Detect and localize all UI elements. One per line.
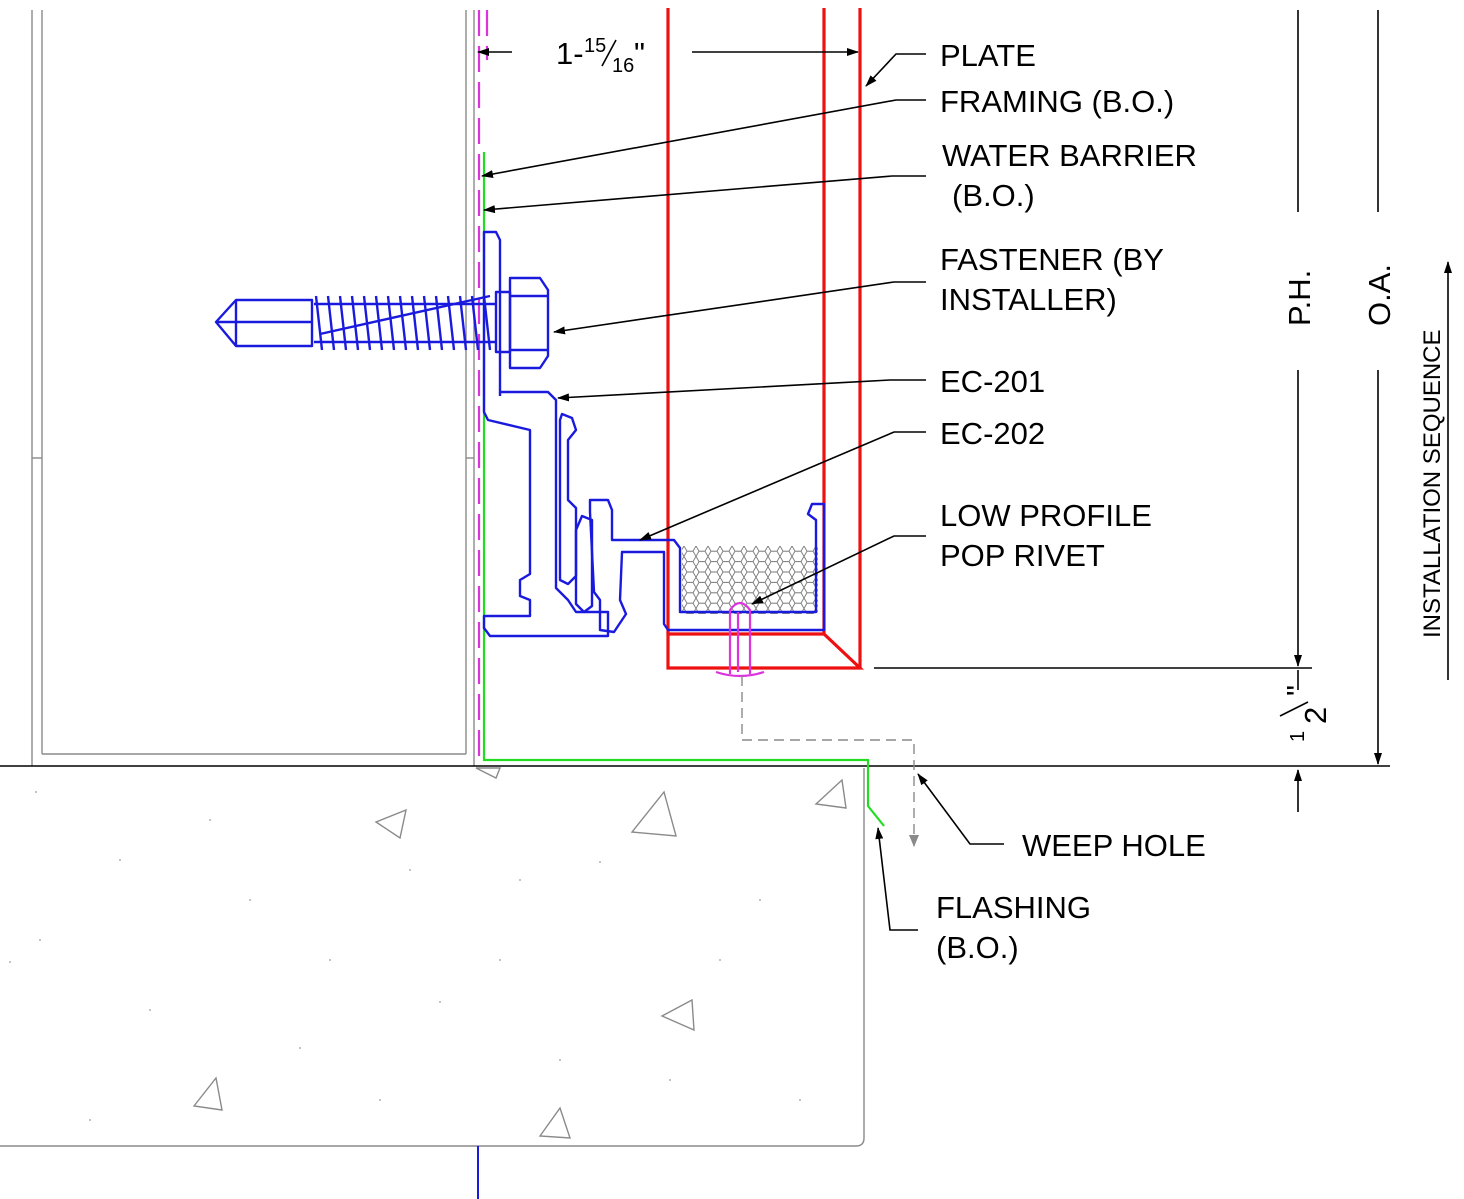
callout-fastener-line2: INSTALLER) — [940, 282, 1117, 317]
ec-202-receptor — [574, 498, 826, 634]
flashing — [482, 152, 885, 827]
framing-stud — [31, 10, 475, 766]
dimension-gap-den: 16 — [612, 55, 634, 77]
concrete-slab — [0, 765, 1390, 1147]
pop-rivet-icon — [715, 601, 765, 678]
ec-201-clip — [482, 230, 610, 638]
installation-sequence: INSTALLATION SEQUENCE — [1419, 261, 1452, 680]
dimension-weep-inch: " — [1280, 685, 1315, 696]
callout-ec202: EC-202 — [940, 416, 1045, 451]
oa-label: O.A. — [1362, 264, 1397, 326]
dimension-gap-whole: 1- — [556, 36, 584, 71]
callout-rivet-line1: LOW PROFILE — [940, 498, 1152, 533]
callout-weep-hole: WEEP HOLE — [1022, 828, 1206, 863]
callout-flashing-line1: FLASHING — [936, 890, 1091, 925]
dimension-ph: P.H. — [874, 10, 1317, 669]
callout-leaders — [481, 53, 1004, 931]
callout-plate: PLATE — [940, 38, 1036, 73]
callout-rivet-line2: POP RIVET — [940, 538, 1105, 573]
dimension-weep-num: 1 — [1287, 731, 1309, 742]
dimension-oa: O.A. — [1362, 10, 1397, 765]
dimension-gap-num: 15 — [584, 35, 606, 57]
callout-fastener-line1: FASTENER (BY — [940, 242, 1164, 277]
dimension-weep: 1 2 " — [1279, 670, 1333, 812]
callout-water-barrier-line2: (B.O.) — [952, 178, 1035, 213]
weep-path — [741, 676, 919, 847]
self-drilling-screw-icon — [214, 276, 550, 370]
concrete-aggregate-pattern — [192, 767, 847, 1139]
callout-ec201: EC-201 — [940, 364, 1045, 399]
installation-sequence-label: INSTALLATION SEQUENCE — [1419, 329, 1446, 638]
callout-flashing-line2: (B.O.) — [936, 930, 1019, 965]
dimension-gap-inch: " — [634, 36, 645, 71]
dimension-gap: 1- 15 16 " — [477, 35, 859, 77]
callout-framing: FRAMING (B.O.) — [940, 84, 1174, 119]
callout-labels: PLATE FRAMING (B.O.) WATER BARRIER (B.O.… — [936, 38, 1206, 965]
dimension-weep-den: 2 — [1298, 707, 1333, 724]
honeycomb-core-pattern — [682, 546, 818, 614]
callout-water-barrier-line1: WATER BARRIER — [942, 138, 1197, 173]
ph-label: P.H. — [1282, 270, 1317, 326]
